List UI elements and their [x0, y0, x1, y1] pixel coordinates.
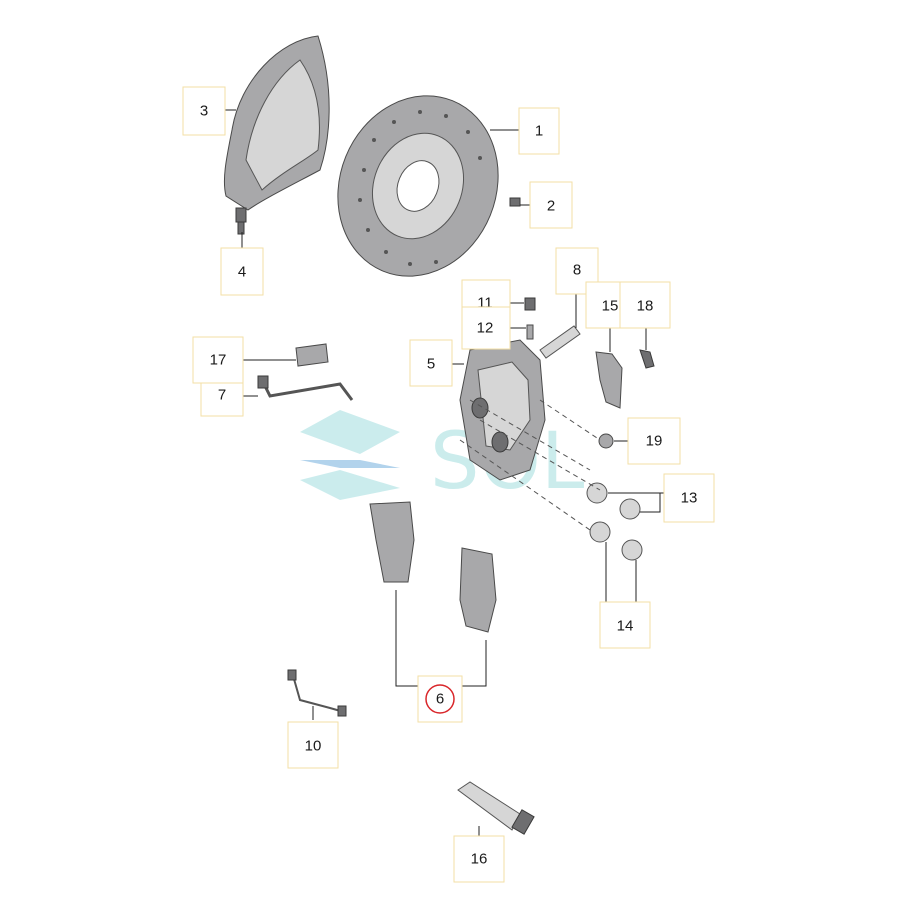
watermark-logo-icon	[300, 410, 400, 500]
callout-12[interactable]: 12	[461, 306, 511, 350]
callout-10[interactable]: 10	[287, 721, 339, 769]
assembly-line	[539, 399, 601, 441]
callout-label: 6	[436, 691, 444, 708]
callout-1[interactable]: 1	[518, 107, 560, 155]
callout-18[interactable]: 18	[619, 281, 671, 329]
retaining-clip-part	[595, 351, 623, 409]
callout-17[interactable]: 17	[192, 336, 244, 384]
callout-label: 16	[471, 851, 488, 868]
callout-3[interactable]: 3	[182, 86, 226, 136]
callout-label: 10	[305, 738, 322, 755]
callout-label: 1	[535, 123, 543, 140]
callout-label: 8	[573, 262, 581, 279]
callout-label: 17	[210, 352, 227, 369]
dust-seal-parts	[589, 521, 643, 561]
bleeder-cap-part	[524, 297, 536, 311]
brake-pad-part	[369, 501, 415, 583]
callout-label: 7	[218, 387, 226, 404]
guide-pin-part	[539, 325, 581, 359]
callout-14[interactable]: 14	[599, 601, 651, 649]
highlight-ring	[425, 684, 455, 714]
caliper-part	[459, 339, 546, 481]
wear-sensor-part	[287, 669, 347, 717]
callout-label: 2	[547, 198, 555, 215]
callout-19[interactable]: 19	[627, 417, 681, 465]
callout-label: 18	[637, 298, 654, 315]
bleeder-valve-part	[526, 324, 534, 340]
disc-bolt-part	[509, 197, 521, 207]
grease-tube-part	[457, 781, 535, 835]
callout-label: 13	[681, 490, 698, 507]
callout-label: 4	[238, 264, 246, 281]
piston-seal-parts	[586, 482, 641, 520]
bushing-part	[598, 433, 614, 449]
callout-4[interactable]: 4	[220, 247, 264, 296]
brake-hose-part	[257, 375, 354, 401]
callout-label: 14	[617, 618, 634, 635]
callout-label: 3	[200, 103, 208, 120]
callout-label: 5	[427, 356, 435, 373]
brake-disc-part	[337, 95, 499, 277]
hose-bracket-part	[295, 343, 329, 367]
callout-label: 15	[602, 298, 619, 315]
callout-6[interactable]: 6	[417, 675, 463, 723]
callout-5[interactable]: 5	[409, 339, 453, 387]
brake-pad-part	[459, 547, 497, 633]
callout-label: 12	[477, 320, 494, 337]
spring-part	[639, 349, 655, 369]
callout-label: 19	[646, 433, 663, 450]
callout-16[interactable]: 16	[453, 835, 505, 883]
dust-shield-part	[223, 35, 330, 235]
callout-2[interactable]: 2	[529, 181, 573, 229]
callout-13[interactable]: 13	[663, 473, 715, 523]
